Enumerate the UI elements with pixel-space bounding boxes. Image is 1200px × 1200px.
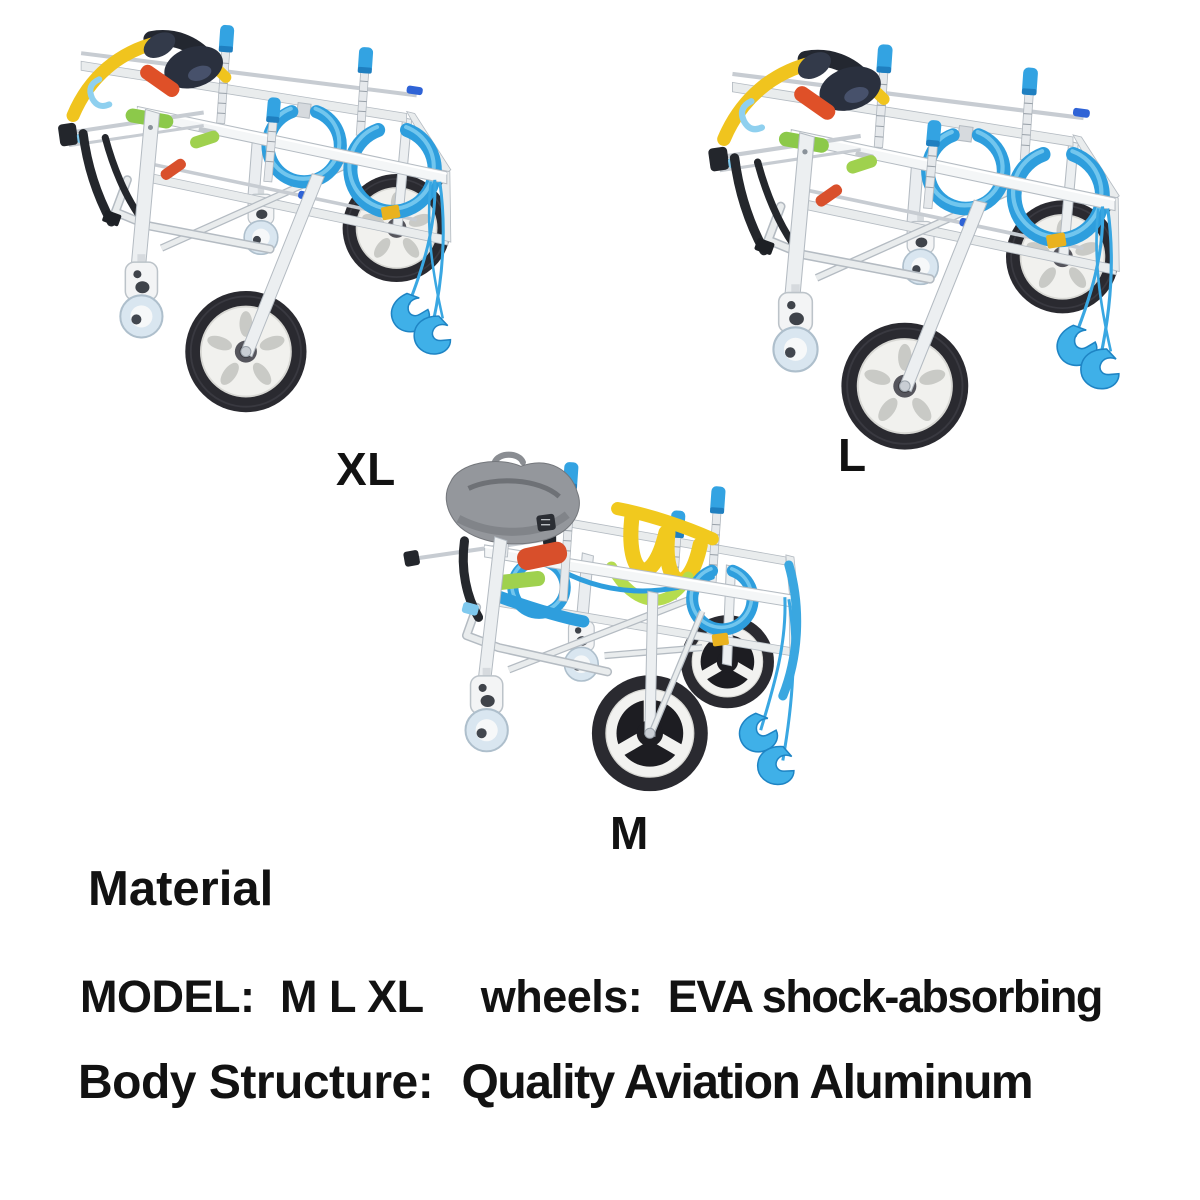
product-photo-m — [398, 448, 806, 816]
spec-line-model-wheels: MODEL: M L XL wheels: EVA shock-absorbin… — [80, 971, 1104, 1023]
body-structure-label: Body Structure: — [78, 1056, 434, 1109]
material-heading: Material — [88, 862, 274, 916]
body-structure-value: Quality Aviation Aluminum — [461, 1056, 1034, 1109]
dog-wheelchair-l-illustration — [703, 34, 1155, 481]
dog-wheelchair-xl-illustration — [53, 15, 485, 442]
wheels-label: wheels: — [480, 971, 643, 1022]
spec-line-body-structure: Body Structure: Quality Aviation Aluminu… — [78, 1055, 1034, 1110]
product-photo-l — [703, 34, 1155, 481]
size-label-m: M — [610, 807, 649, 859]
model-label: MODEL: — [80, 971, 255, 1022]
size-label-xl: XL — [336, 443, 396, 495]
product-photo-xl — [53, 15, 485, 442]
dog-wheelchair-m-illustration — [398, 448, 806, 816]
wheels-value: EVA shock-absorbing — [667, 971, 1104, 1022]
size-label-l: L — [838, 429, 867, 481]
model-value: M L XL — [280, 971, 424, 1022]
